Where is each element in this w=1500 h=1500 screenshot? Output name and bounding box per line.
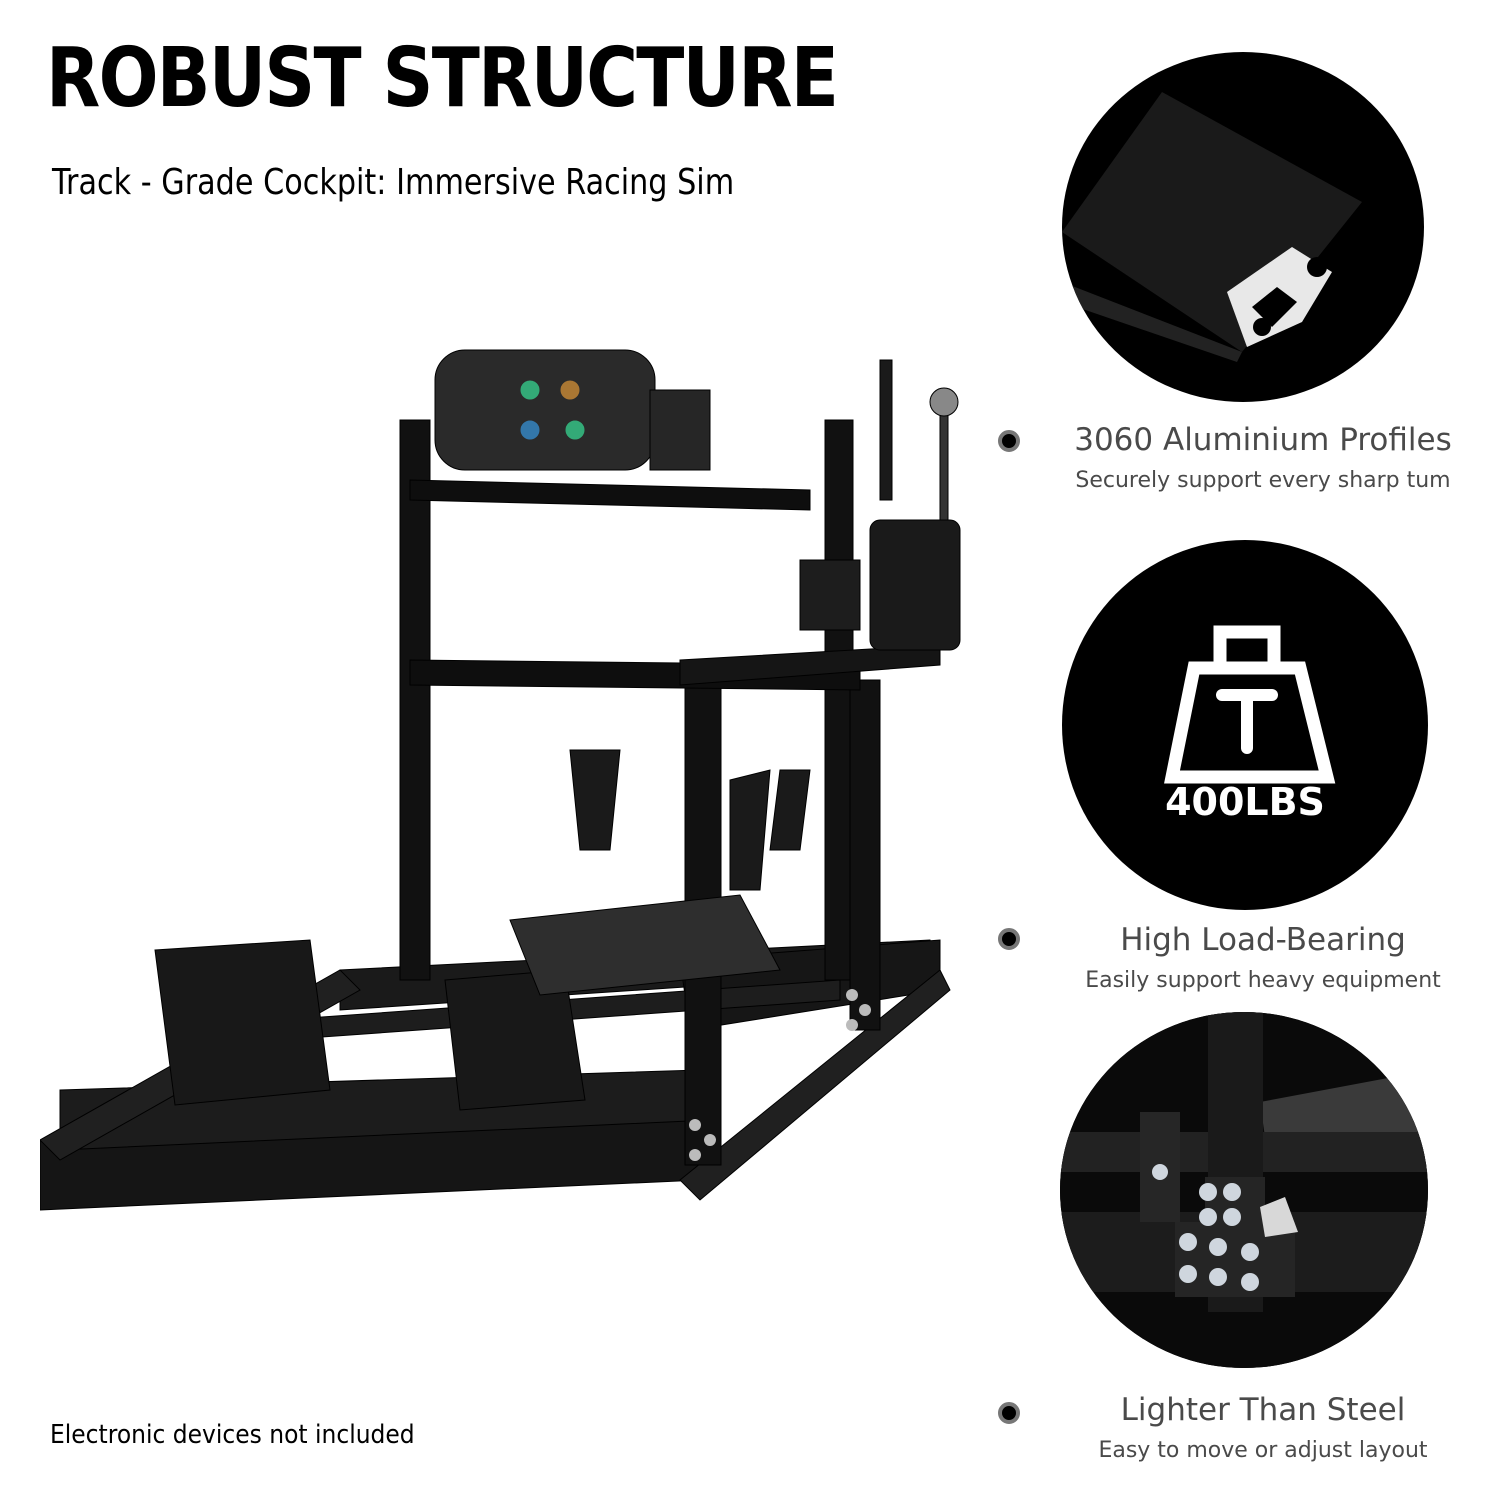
bullet-dot-icon [998,430,1020,452]
bullet-dot-icon [998,928,1020,950]
feature-lighter-than-steel: Lighter Than Steel Easy to move or adjus… [996,1392,1500,1472]
racing-cockpit-image [40,349,961,1211]
load-capacity-value: 400LBS [1165,780,1325,824]
feature-subtitle: Easy to move or adjust layout [1098,1438,1428,1463]
feature-subtitle: Securely support every sharp tum [1075,468,1451,493]
page-subtitle: Track - Grade Cockpit: Immersive Racing … [52,162,735,203]
feature-title: 3060 Aluminium Profiles [1074,422,1452,458]
feature-subtitle: Easily support heavy equipment [1085,968,1441,993]
feature-title: Lighter Than Steel [1120,1392,1406,1428]
page-title: ROBUST STRUCTURE [46,31,839,126]
profile-closeup-image [1062,52,1424,402]
disclaimer-note: Electronic devices not included [50,1420,415,1450]
feature-aluminium-profiles: 3060 Aluminium Profiles Securely support… [996,422,1500,502]
load-capacity-badge: 400LBS [1062,540,1428,910]
feature-title: High Load-Bearing [1120,922,1406,958]
joint-closeup-image [1060,1012,1428,1368]
feature-high-load-bearing: High Load-Bearing Easily support heavy e… [996,922,1500,1002]
weight-icon [1164,625,1336,784]
bullet-dot-icon [998,1402,1020,1424]
